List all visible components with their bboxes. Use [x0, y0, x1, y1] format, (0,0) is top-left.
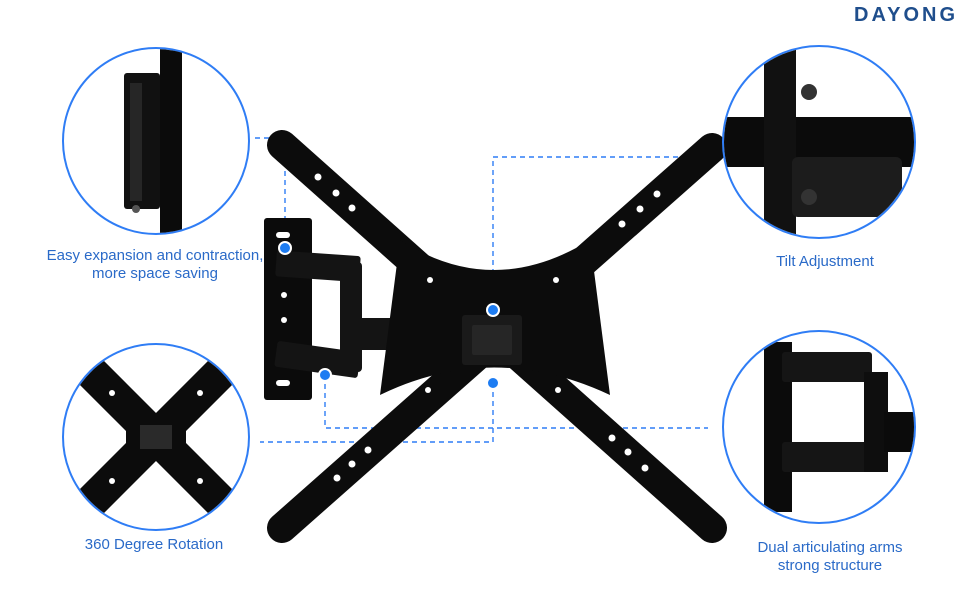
tilt-caption-line1: Tilt Adjustment — [776, 253, 874, 270]
tilt-detail-circle — [722, 45, 916, 239]
leader-rotation — [260, 383, 494, 443]
arms-caption-line1: Dual articulating arms — [757, 539, 903, 556]
rotation-marker-dot — [486, 376, 500, 390]
leader-tilt — [492, 156, 720, 310]
expansion-caption-line2: more space saving — [92, 265, 218, 282]
expansion-detail-image — [124, 49, 182, 233]
tilt-caption: Tilt Adjustment — [740, 253, 910, 271]
rotation-detail-image — [71, 352, 241, 522]
tilt-marker-dot — [486, 303, 500, 317]
expansion-caption: Easy expansion and contraction, more spa… — [30, 247, 280, 283]
arms-caption: Dual articulating arms strong structure — [730, 539, 930, 575]
x-bracket — [267, 130, 727, 543]
rotation-caption: 360 Degree Rotation — [62, 536, 246, 554]
arms-marker-dot — [318, 368, 332, 382]
expansion-marker-dot — [278, 241, 292, 255]
brand-logo: DAYONG — [854, 4, 958, 26]
tilt-detail-image — [724, 47, 914, 237]
arms-detail-circle — [722, 330, 916, 524]
expansion-detail-circle — [62, 47, 250, 235]
arms-detail-image — [764, 342, 914, 512]
rotation-detail-circle — [62, 343, 250, 531]
rotation-caption-line1: 360 Degree Rotation — [84, 536, 224, 553]
arms-caption-line2: strong structure — [777, 557, 883, 574]
expansion-caption-line1: Easy expansion and contraction, — [46, 247, 264, 264]
